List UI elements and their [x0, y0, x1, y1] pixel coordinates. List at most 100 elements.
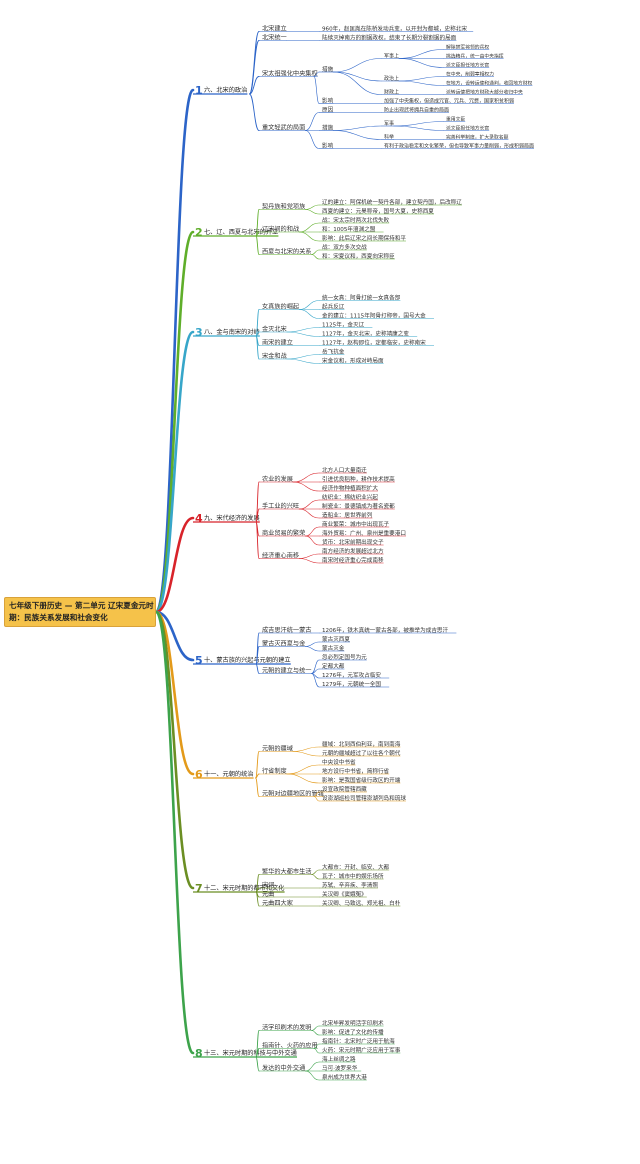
- detail-node[interactable]: 造船业：居世界前列: [322, 511, 373, 519]
- detail-node[interactable]: 重用文臣: [446, 115, 465, 122]
- detail-node[interactable]: 起兵反辽: [322, 302, 345, 310]
- detail-node[interactable]: 措施: [322, 123, 334, 131]
- detail-node[interactable]: 影响：是我国省级行政区的开端: [322, 776, 401, 784]
- detail-node[interactable]: 战：宋太宗时两次北伐失败: [322, 216, 390, 224]
- detail-node[interactable]: 1206年，铁木真统一蒙古各部，被推举为成吉思汗: [322, 626, 449, 634]
- subtopic-node[interactable]: 宋金和战: [262, 352, 288, 360]
- detail-node[interactable]: 设澎湖巡检司管辖澎湖列岛和琉球: [322, 794, 406, 802]
- detail-node[interactable]: 完善科举制度，扩大录取名额: [446, 133, 509, 140]
- detail-node[interactable]: 军事上: [384, 52, 399, 59]
- subtopic-node[interactable]: 蒙古灭西夏与金: [262, 639, 306, 647]
- subtopic-node[interactable]: 活字印刷术的发明: [262, 1023, 312, 1031]
- subtopic-node[interactable]: 经济重心南移: [262, 551, 299, 559]
- detail-node[interactable]: 引进优良稻种，耕作技术提高: [322, 475, 395, 483]
- detail-node[interactable]: 蒙古灭金: [322, 644, 345, 652]
- subtopic-node[interactable]: 元朝的建立与统一: [262, 666, 312, 674]
- detail-node[interactable]: 北宋毕昇发明活字印刷术: [322, 1019, 384, 1027]
- detail-node[interactable]: 货币：北宋前期出现交子: [322, 538, 384, 546]
- subtopic-node[interactable]: 金灭北宋: [262, 325, 287, 333]
- detail-node[interactable]: 泉州成为世界大港: [322, 1073, 367, 1081]
- detail-node[interactable]: 疆域：北到西伯利亚，南到南海: [322, 740, 401, 748]
- subtopic-node[interactable]: 宋太祖强化中央集权: [262, 69, 318, 77]
- detail-node[interactable]: 措施: [322, 65, 334, 73]
- detail-node[interactable]: 1127年，金灭北宋，史称靖康之变: [322, 329, 409, 337]
- detail-node[interactable]: 1125年，金灭辽: [322, 320, 365, 328]
- detail-node[interactable]: 战：双方多次交战: [322, 243, 367, 251]
- subtopic-node[interactable]: 手工业的兴旺: [262, 502, 299, 510]
- detail-node[interactable]: 西夏的建立：元昊称帝，国号大夏，史称西夏: [322, 207, 434, 215]
- detail-node[interactable]: 在中央，削弱宰相权力: [446, 70, 494, 77]
- detail-node[interactable]: 地方设行中书省，简称行省: [322, 767, 390, 775]
- subtopic-node[interactable]: 指南针、火药的应用: [262, 1041, 318, 1049]
- subtopic-node[interactable]: 西夏与北宋的关系: [262, 247, 312, 255]
- detail-node[interactable]: 挑选精兵，统一由中央指挥: [446, 52, 504, 59]
- root-node[interactable]: 七年级下册历史 — 第二单元 辽宋夏金元时 期：民族关系发展和社会变化: [4, 597, 156, 627]
- topic-node[interactable]: 六、北宋的政治: [204, 86, 247, 94]
- topic-node[interactable]: 十一、元朝的统治: [204, 770, 254, 778]
- detail-node[interactable]: 有利于政治稳定和文化繁荣，但也导致军事力量削弱，形成积弱局面: [384, 142, 534, 149]
- detail-node[interactable]: 商业繁荣：城市中出现瓦子: [322, 520, 390, 528]
- topic-node[interactable]: 七、辽、西夏与北宋的并立: [204, 228, 278, 236]
- detail-node[interactable]: 960年，赵匡胤在陈桥发动兵变，以开封为都城，史称北宋: [322, 24, 467, 32]
- detail-node[interactable]: 辽的建立：阿保机统一契丹各部，建立契丹国，后改称辽: [322, 198, 462, 206]
- detail-node[interactable]: 制瓷业：景德镇成为著名瓷都: [322, 502, 395, 510]
- detail-node[interactable]: 海上丝绸之路: [322, 1055, 356, 1063]
- detail-node[interactable]: 在地方，设转运使和通判，收回地方财权: [446, 79, 533, 86]
- detail-node[interactable]: 科举: [384, 133, 394, 140]
- subtopic-node[interactable]: 元曲四大家: [262, 899, 293, 907]
- subtopic-node[interactable]: 契丹族和党项族: [262, 202, 305, 210]
- subtopic-node[interactable]: 宋词: [262, 881, 274, 889]
- detail-node[interactable]: 忽必烈定国号为元: [322, 653, 367, 661]
- detail-node[interactable]: 原因: [322, 106, 334, 113]
- detail-node[interactable]: 派文臣担任地方长官: [446, 61, 489, 68]
- topic-node[interactable]: 九、宋代经济的发展: [204, 514, 260, 522]
- detail-node[interactable]: 影响：促进了文化的传播: [322, 1028, 384, 1036]
- detail-node[interactable]: 影响: [322, 96, 334, 104]
- detail-node[interactable]: 元朝的疆域超过了以往各个朝代: [322, 749, 401, 757]
- topic-node[interactable]: 十、蒙古族的兴起与元朝的建立: [204, 656, 291, 664]
- detail-node[interactable]: 经济作物种植面积扩大: [322, 484, 378, 492]
- subtopic-node[interactable]: 南宋的建立: [262, 338, 293, 346]
- subtopic-node[interactable]: 辽宋间的和战: [262, 225, 300, 233]
- detail-node[interactable]: 海外贸易：广州、泉州是重要港口: [322, 529, 406, 537]
- detail-node[interactable]: 财政上: [384, 88, 399, 95]
- subtopic-node[interactable]: 成吉思汗统一蒙古: [262, 626, 312, 634]
- topic-node[interactable]: 八、金与南宋的对峙: [204, 328, 260, 336]
- subtopic-node[interactable]: 北宋建立: [262, 24, 287, 32]
- detail-node[interactable]: 设宣政院管辖西藏: [322, 785, 367, 793]
- detail-node[interactable]: 岳飞抗金: [322, 347, 345, 355]
- detail-node[interactable]: 指南针：北宋时广泛用于航海: [322, 1037, 395, 1045]
- detail-node[interactable]: 纺织业：棉纺织业兴起: [322, 493, 378, 501]
- detail-node[interactable]: 南方经济的发展超过北方: [322, 547, 384, 555]
- detail-node[interactable]: 苏轼、辛弃疾、李清照: [322, 881, 378, 889]
- detail-node[interactable]: 蒙古灭西夏: [322, 635, 350, 643]
- topic-node[interactable]: 十三、宋元时期的科技与中外交通: [204, 1049, 297, 1057]
- detail-node[interactable]: 影响: [322, 141, 334, 149]
- detail-node[interactable]: 派文臣担任地方长官: [446, 124, 489, 131]
- detail-node[interactable]: 宋金议和，形成对峙局面: [322, 356, 384, 364]
- detail-node[interactable]: 大都市：开封、临安、大都: [322, 863, 390, 871]
- detail-node[interactable]: 1127年，赵构即位，定都临安，史称南宋: [322, 338, 426, 346]
- detail-node[interactable]: 北方人口大量南迁: [322, 466, 367, 474]
- detail-node[interactable]: 和：1005年澶渊之盟: [322, 225, 376, 233]
- subtopic-node[interactable]: 繁华的大都市生活: [262, 867, 312, 875]
- detail-node[interactable]: 解除禁军将领的兵权: [446, 43, 489, 50]
- detail-node[interactable]: 1276年，元军攻占临安: [322, 671, 381, 679]
- detail-node[interactable]: 陆续灭掉南方的割据政权，结束了长期分裂割据的局面: [322, 33, 457, 41]
- detail-node[interactable]: 关汉卿、马致远、郑光祖、白朴: [322, 899, 401, 907]
- detail-node[interactable]: 统一女真：阿骨打统一女真各部: [322, 293, 401, 301]
- detail-node[interactable]: 南宋时经济重心完成南移: [322, 556, 384, 564]
- detail-node[interactable]: 1279年，元朝统一全国: [322, 680, 381, 688]
- subtopic-node[interactable]: 行省制度: [262, 767, 287, 775]
- detail-node[interactable]: 加强了中央集权，但造成冗官、冗兵、冗费，国家积贫积弱: [384, 97, 514, 104]
- detail-node[interactable]: 火药：宋元时期广泛应用于军事: [322, 1046, 401, 1054]
- detail-node[interactable]: 马可·波罗来华: [322, 1064, 358, 1072]
- detail-node[interactable]: 防止出现武将拥兵自重的局面: [384, 106, 449, 113]
- subtopic-node[interactable]: 女真族的崛起: [262, 302, 299, 310]
- subtopic-node[interactable]: 发达的中外交通: [262, 1064, 305, 1072]
- detail-node[interactable]: 定都大都: [322, 662, 345, 670]
- detail-node[interactable]: 瓦子：城市中的娱乐场所: [322, 872, 384, 880]
- detail-node[interactable]: 军事: [384, 120, 394, 127]
- detail-node[interactable]: 影响：此后辽宋之间长期保持和平: [322, 234, 406, 242]
- detail-node[interactable]: 中央设中书省: [322, 758, 356, 766]
